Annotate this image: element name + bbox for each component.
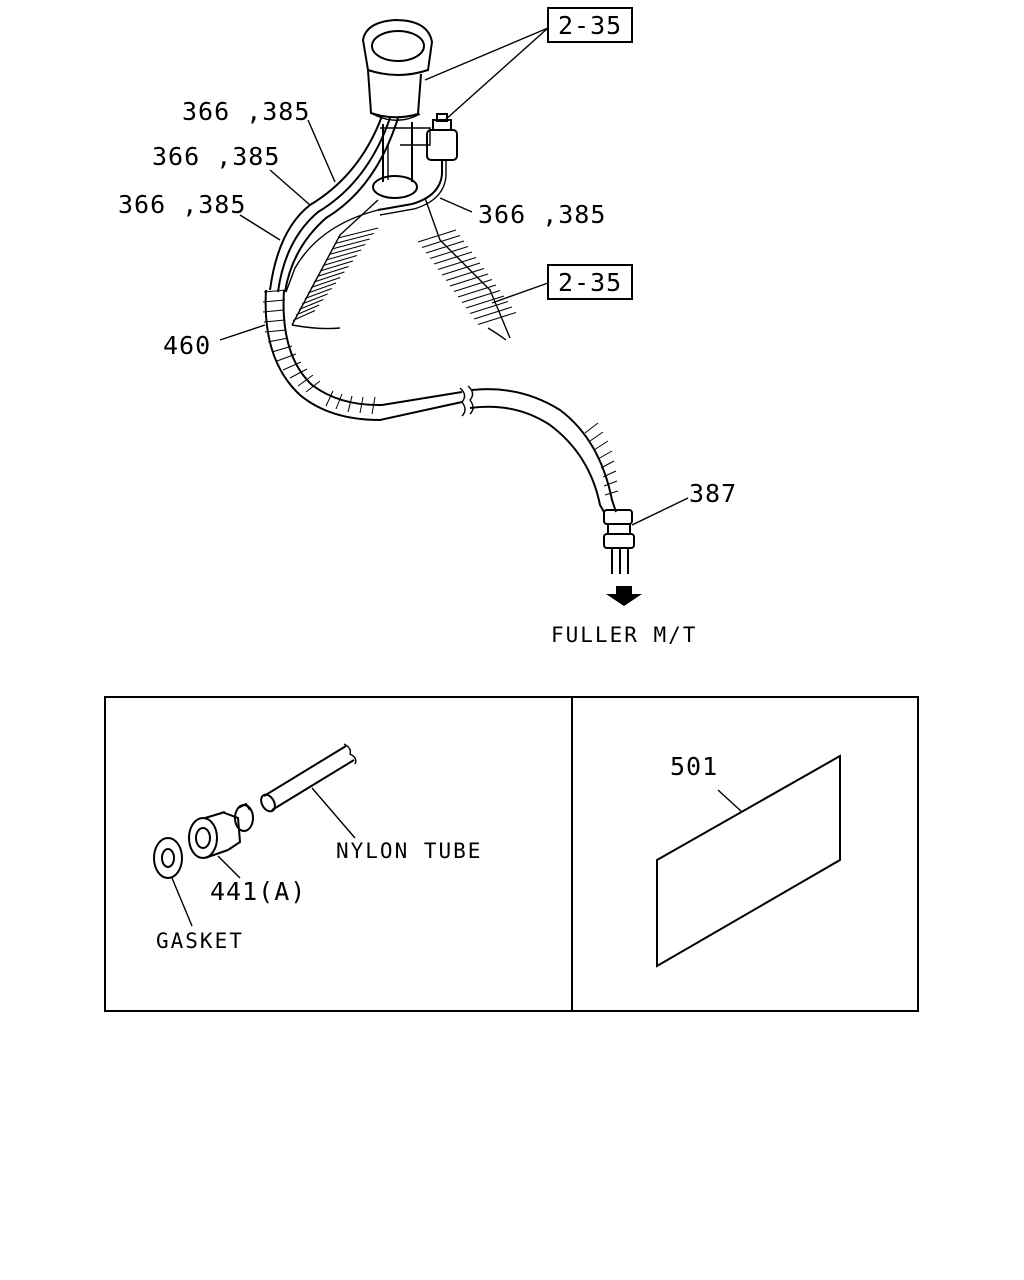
nylon-tube-label: NYLON TUBE <box>336 839 482 863</box>
hose-wrap-line <box>264 329 287 333</box>
boot-hatch-line <box>461 290 501 303</box>
hose-wrap-line <box>347 395 353 413</box>
leader-lines <box>219 27 689 526</box>
air-hose <box>262 289 619 513</box>
hose-wrap-line <box>603 480 618 487</box>
hose-wrap-line <box>282 361 302 371</box>
hose-wrap-line <box>289 368 308 379</box>
ref-box-top-label: 2-35 <box>558 11 622 40</box>
ref-box-mid-label: 2-35 <box>558 268 622 297</box>
boot-hatch-line <box>295 304 320 316</box>
callout-366-385-d: 366 ,385 <box>478 200 606 229</box>
hose-wrap-line <box>371 396 376 415</box>
boot-hatch-line <box>473 306 513 320</box>
boot-hatch-line <box>421 235 461 248</box>
hose-connector <box>603 509 635 574</box>
hose-wrap-line <box>271 345 293 353</box>
hose-wrap-line <box>263 289 287 293</box>
ref-box-mid <box>547 264 633 300</box>
hose-wrap-line <box>597 450 613 460</box>
hose-wrap-line <box>600 460 615 469</box>
boot-hatch-line <box>465 295 505 309</box>
fitting-label: 441(A) <box>210 877 306 906</box>
boot-hatch-line <box>469 301 509 314</box>
boot-hatch-line <box>441 262 481 276</box>
boot-hatch-line <box>425 240 465 254</box>
boot-hatch-line <box>449 273 489 287</box>
hose-wrap-line <box>267 337 289 343</box>
boot-hatch-line <box>316 266 349 277</box>
boot-hatch-line <box>453 279 493 292</box>
hose-wrap-line <box>584 422 599 434</box>
boot-hatch-line <box>325 249 362 261</box>
hose-wrap-line <box>359 396 364 414</box>
boot-hatch-line <box>304 288 332 299</box>
callout-366-385-b: 366 ,385 <box>152 142 280 171</box>
boot-hatch-line <box>331 238 370 250</box>
callout-460: 460 <box>163 331 211 360</box>
boot-hatch-line <box>301 293 328 305</box>
boot-hatch-line <box>319 260 353 272</box>
nylon-tube <box>260 743 357 813</box>
wire-harness <box>269 115 399 293</box>
gasket <box>153 837 183 879</box>
callout-387: 387 <box>689 479 737 508</box>
boot-hatch-line <box>328 244 366 255</box>
callout-366-385-a: 366 ,385 <box>182 97 310 126</box>
detail-fitting: NYLON TUBE 441(A) GASKET <box>153 743 482 953</box>
shift-lever-shaft <box>372 122 431 199</box>
hose-wrap-line <box>325 390 334 407</box>
boot-hatch-line <box>417 229 457 243</box>
ref-box-top <box>547 7 633 43</box>
direction-label: FULLER M/T <box>551 623 697 647</box>
detail-plate: 501 <box>656 752 841 968</box>
boot-hatch-line <box>313 271 345 283</box>
plate-label: 501 <box>670 752 718 781</box>
boot-hatch-line <box>437 257 477 270</box>
gasket-label: GASKET <box>156 929 244 953</box>
boot-hatch-line <box>298 299 324 310</box>
shift-boot <box>291 197 517 341</box>
boot-hatch-line <box>477 312 517 325</box>
boot-hatch-line <box>310 277 341 288</box>
boot-hatch-line <box>292 310 316 321</box>
boot-hatch-line <box>307 282 337 294</box>
boot-hatch-line <box>433 251 473 265</box>
hose-wrap-line <box>262 309 285 313</box>
boot-hatch-line <box>445 268 485 281</box>
hose-wrap-line <box>263 319 286 323</box>
fitting-441a <box>188 802 254 859</box>
shift-knob <box>361 18 434 121</box>
hose-wrap-line <box>593 440 609 451</box>
hose-wrap-line <box>602 470 617 478</box>
hose-wrap-line <box>589 431 604 442</box>
plate-501 <box>656 754 841 968</box>
hose-wrap-line <box>335 393 343 410</box>
hose-wrap-line <box>604 490 619 496</box>
hose-wrap-line <box>276 353 297 362</box>
shift-switch <box>377 113 458 216</box>
boot-hatch-line <box>334 233 374 244</box>
boot-hatch-line <box>457 284 497 298</box>
boot-hatch-line <box>429 246 469 259</box>
main-view: 2-35 2-35 366 ,385 366 ,385 366 ,385 366… <box>118 7 737 647</box>
callout-366-385-c: 366 ,385 <box>118 190 246 219</box>
detail-frame <box>104 696 919 1012</box>
down-arrow-icon <box>606 586 642 606</box>
hose-wrap-line <box>262 299 286 303</box>
boot-hatch-line <box>337 227 379 239</box>
hose-wrap-line <box>305 380 321 393</box>
hose-wrap-line <box>297 374 314 387</box>
boot-hatch-line <box>322 255 358 266</box>
